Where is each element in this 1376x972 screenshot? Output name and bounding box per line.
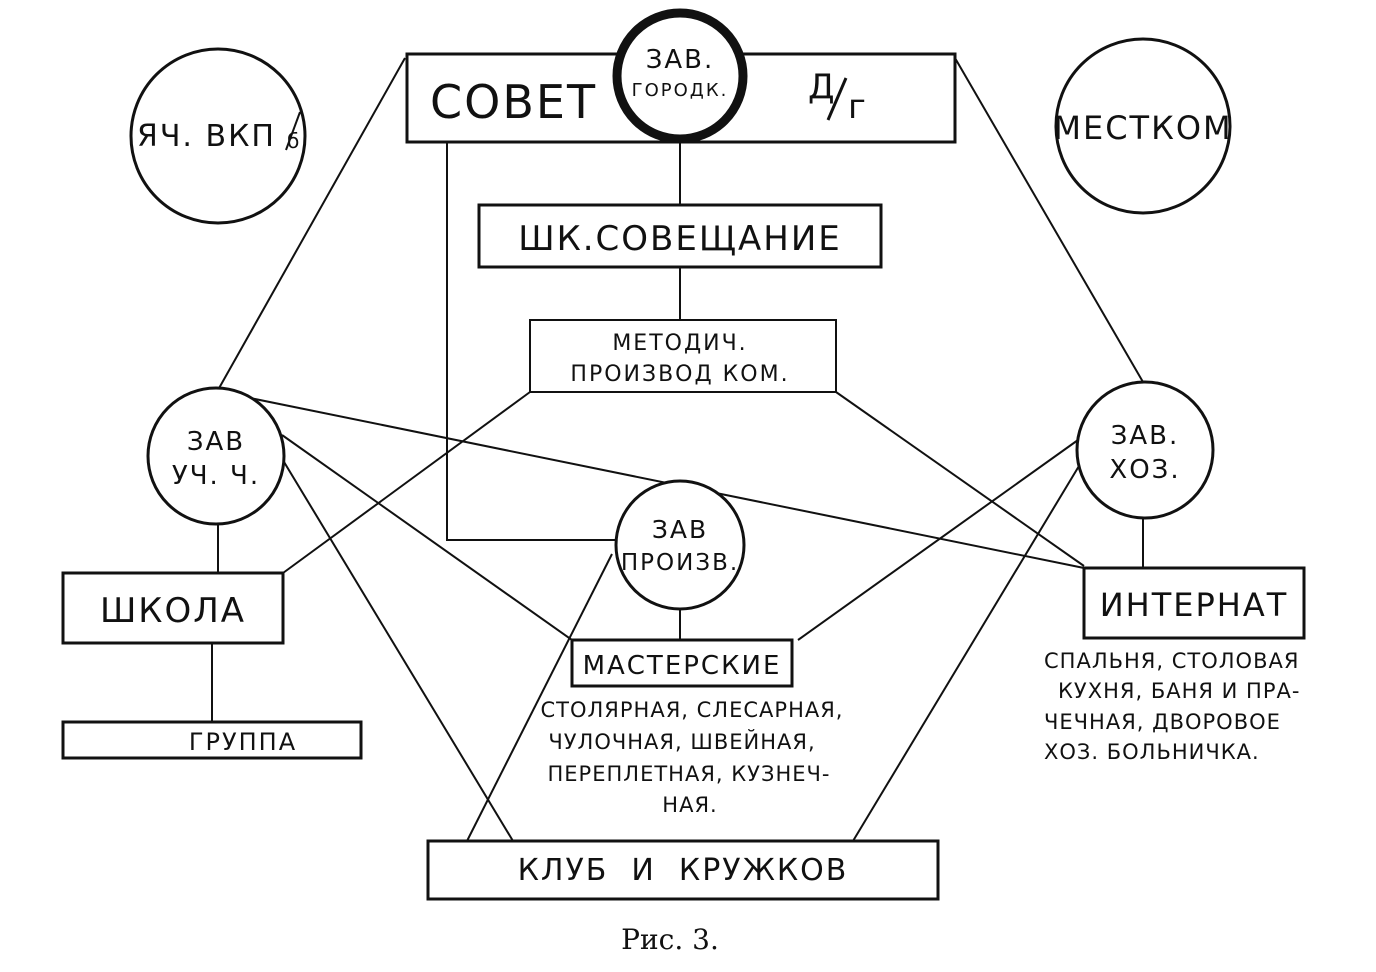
connector-lines <box>211 57 1144 842</box>
internat-note: СПАЛЬНЯ, СТОЛОВАЯ КУХНЯ, БАНЯ И ПРА- ЧЕЧ… <box>1044 649 1300 764</box>
zav-khoz-node: ЗАВ. ХОЗ. <box>1075 380 1215 520</box>
yach-vkp-fraction-bar <box>285 111 301 151</box>
dg-numerator: Д <box>808 67 837 107</box>
line-zavproizv-klub <box>466 553 613 842</box>
klub-label: КЛУБ И КРУЖКОВ <box>518 853 849 888</box>
yach-vkp-node: ЯЧ. ВКП б <box>129 47 307 225</box>
metodich-box: МЕТОДИЧ. ПРОИЗВОД КОМ. <box>529 319 837 393</box>
shkola-box: ШКОЛА <box>61 571 285 645</box>
masterskie-note-line: СТОЛЯРНАЯ, СЛЕСАРНАЯ, <box>540 698 843 722</box>
mestkom-node: МЕСТКОМ <box>1053 37 1232 215</box>
line-sovet-zavuch <box>217 57 406 391</box>
line-metodich-shkola <box>282 391 531 574</box>
line-zavkhoz-klub <box>852 455 1086 842</box>
line-sovet-zavkhoz <box>954 57 1144 383</box>
masterskie-note-line: ПЕРЕПЛЕТНАЯ, КУЗНЕЧ- <box>548 762 831 786</box>
internat-note-line: ЧЕЧНАЯ, ДВОРОВОЕ <box>1044 710 1281 734</box>
yach-vkp-label: ЯЧ. ВКП <box>137 119 276 154</box>
internat-note-line: СПАЛЬНЯ, СТОЛОВАЯ <box>1044 649 1299 673</box>
zav-khoz-line2: ХОЗ. <box>1109 455 1180 485</box>
masterskie-box: МАСТЕРСКИЕ <box>570 638 794 688</box>
shk-soveshchanie-box: ШК.СОВЕЩАНИЕ <box>477 203 883 269</box>
internat-note-line: КУХНЯ, БАНЯ И ПРА- <box>1058 679 1300 703</box>
dg-denominator: г <box>848 87 868 127</box>
internat-box: ИНТЕРНАТ <box>1082 566 1306 640</box>
mestkom-label: МЕСТКОМ <box>1053 109 1232 147</box>
masterskie-note-line: ЧУЛОЧНАЯ, ШВЕЙНАЯ, <box>548 729 815 754</box>
zav-khoz-line1: ЗАВ. <box>1111 421 1180 451</box>
zav-gorodk-line2: ГОРОДК. <box>632 80 729 101</box>
gruppa-label: ГРУППА <box>189 728 297 756</box>
shkola-label: ШКОЛА <box>100 591 246 631</box>
line-metodich-internat <box>835 391 1085 567</box>
shk-soveshchanie-label: ШК.СОВЕЩАНИЕ <box>518 219 842 259</box>
line-sovet-zavproizv <box>446 142 615 541</box>
zav-gorodk-line1: ЗАВ. <box>646 45 715 75</box>
dg-fraction-bar <box>826 77 848 121</box>
gruppa-box: ГРУППА <box>61 720 363 760</box>
line-zavkhoz-masterskie <box>797 439 1079 641</box>
zav-gorodk-node: ЗАВ. ГОРОДК. <box>612 8 748 144</box>
figure-caption: Рис. 3. <box>621 923 719 956</box>
yach-vkp-fraction: б <box>287 129 301 153</box>
zav-uch-line2: УЧ. Ч. <box>172 461 260 491</box>
klub-box: КЛУБ И КРУЖКОВ <box>426 839 940 901</box>
metodich-line2: ПРОИЗВОД КОМ. <box>570 362 789 387</box>
internat-label: ИНТЕРНАТ <box>1100 586 1289 624</box>
masterskie-note-line: НАЯ. <box>662 793 717 817</box>
line-zavuch-masterskie <box>281 434 573 641</box>
metodich-line1: МЕТОДИЧ. <box>612 331 747 356</box>
line-zavuch-klub <box>277 451 514 842</box>
zav-proizv-line1: ЗАВ <box>652 515 708 544</box>
zav-uch-node: ЗАВ УЧ. Ч. <box>146 386 286 526</box>
zav-uch-line1: ЗАВ <box>187 427 245 457</box>
zav-proizv-line2: ПРОИЗВ. <box>621 550 739 576</box>
masterskie-label: МАСТЕРСКИЕ <box>583 651 782 681</box>
masterskie-note: СТОЛЯРНАЯ, СЛЕСАРНАЯ, ЧУЛОЧНАЯ, ШВЕЙНАЯ,… <box>540 698 843 817</box>
zav-proizv-node: ЗАВ ПРОИЗВ. <box>614 479 746 611</box>
sovet-label: СОВЕТ <box>430 75 597 129</box>
internat-note-line: ХОЗ. БОЛЬНИЧКА. <box>1044 740 1260 764</box>
